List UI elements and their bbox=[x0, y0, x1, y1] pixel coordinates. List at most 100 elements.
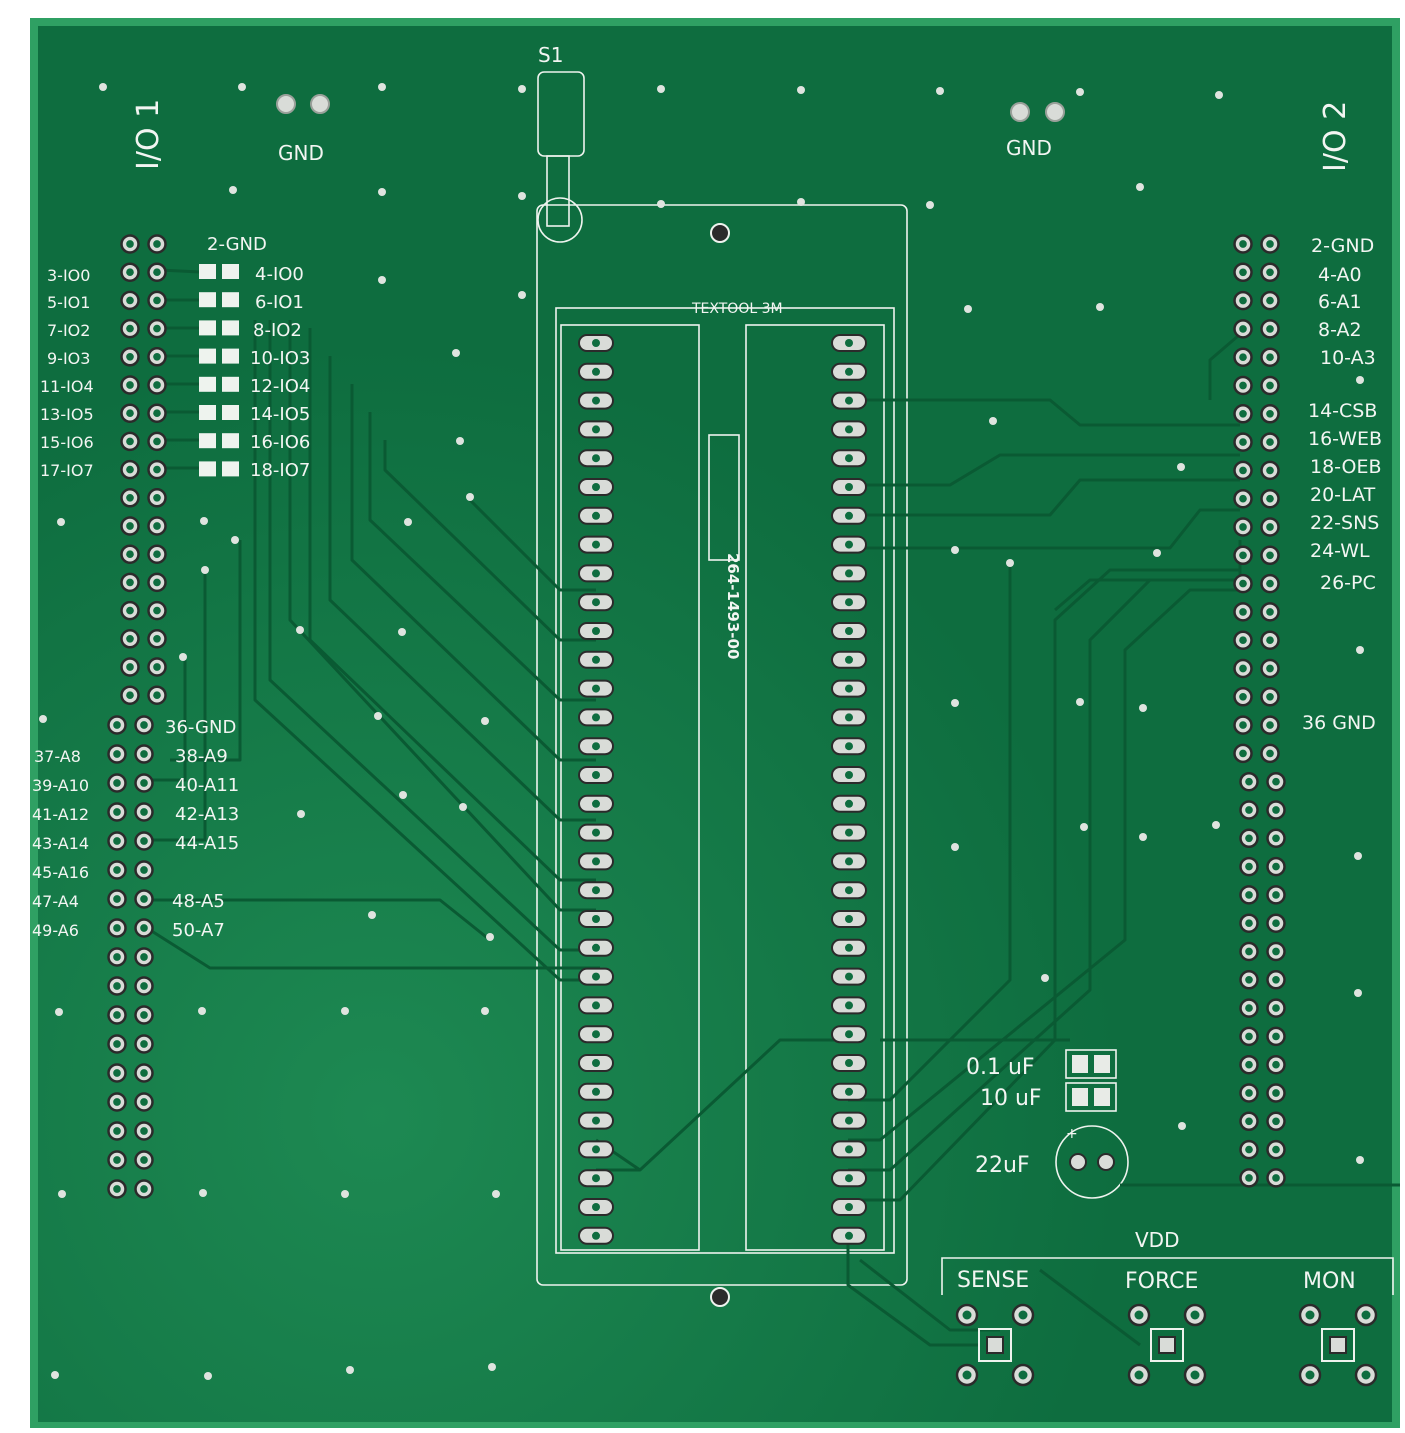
smd-pad bbox=[222, 461, 239, 477]
header-pin-hole bbox=[1266, 494, 1274, 503]
via bbox=[199, 1189, 207, 1197]
gnd-right-label: GND bbox=[1006, 136, 1052, 160]
via bbox=[1177, 463, 1185, 471]
sma-connectors bbox=[955, 1303, 1378, 1387]
socket-pin-hole bbox=[845, 1059, 853, 1067]
socket-inner bbox=[555, 307, 895, 1254]
socket-pin-hole bbox=[592, 1116, 600, 1125]
socket-pin-hole bbox=[845, 655, 853, 664]
sma-pin-hole bbox=[1305, 1370, 1315, 1380]
io1-lower-right-label: 38-A9 bbox=[175, 746, 228, 767]
io2-label: 2-GND bbox=[1311, 235, 1374, 257]
socket-pin-hole bbox=[845, 540, 853, 549]
header-pin-hole bbox=[1266, 438, 1274, 446]
io1-lower-right-label: 48-A5 bbox=[172, 891, 225, 912]
via bbox=[1080, 823, 1088, 831]
via bbox=[39, 715, 47, 723]
header-pin-hole bbox=[140, 924, 148, 932]
header-pin-hole bbox=[153, 324, 161, 333]
header-pin-hole bbox=[1239, 438, 1247, 446]
io2-label: 22-SNS bbox=[1310, 512, 1379, 534]
via bbox=[378, 276, 386, 284]
header-pin-hole bbox=[153, 381, 161, 389]
header-pin-hole bbox=[1239, 381, 1247, 390]
smd-pad bbox=[222, 292, 239, 308]
header-pin-hole bbox=[1266, 240, 1274, 248]
header-pin-hole bbox=[126, 324, 134, 333]
header-pin-hole bbox=[113, 837, 121, 845]
header-pin-hole bbox=[1239, 466, 1247, 475]
io1-lower-left-label: 45-A16 bbox=[32, 863, 89, 882]
header-pin-hole bbox=[1266, 749, 1274, 758]
socket-pin-hole bbox=[845, 1231, 853, 1240]
via bbox=[456, 437, 464, 445]
header-pin-hole bbox=[1245, 1060, 1253, 1069]
socket-pin-hole bbox=[592, 367, 600, 376]
io1-lower-right-label: 44-A15 bbox=[175, 833, 239, 854]
header-pin-hole bbox=[1272, 777, 1280, 786]
header-pin-hole bbox=[1239, 551, 1247, 560]
socket-pin-hole bbox=[845, 857, 853, 866]
header-pin-hole bbox=[113, 1098, 121, 1106]
io1-left-label: 17-IO7 bbox=[40, 461, 94, 480]
header-pin-hole bbox=[126, 522, 134, 530]
sma-pin-hole bbox=[1190, 1310, 1200, 1320]
socket-pin-hole bbox=[592, 713, 600, 722]
header-pin-hole bbox=[1245, 777, 1253, 786]
header-pin-hole bbox=[113, 1040, 121, 1048]
header-pin-hole bbox=[1245, 834, 1253, 843]
via bbox=[346, 1366, 354, 1374]
sense-label: SENSE bbox=[957, 1268, 1029, 1293]
io1-lower-left-label: 49-A6 bbox=[32, 921, 79, 940]
part-number-box bbox=[708, 434, 740, 561]
via bbox=[1356, 376, 1364, 384]
header-pin-hole bbox=[126, 634, 134, 643]
via bbox=[1354, 852, 1362, 860]
header-pin-hole bbox=[140, 750, 148, 758]
header-pin-hole bbox=[1266, 551, 1274, 560]
header-pin-hole bbox=[1245, 891, 1253, 899]
socket-pin-hole bbox=[592, 742, 600, 751]
via bbox=[378, 83, 386, 91]
socket-pins-left bbox=[578, 334, 614, 1245]
sma-center-outline bbox=[1150, 1328, 1184, 1362]
socket-pin-hole bbox=[592, 972, 600, 981]
header-pin-hole bbox=[140, 721, 148, 729]
header-pin-hole bbox=[1239, 240, 1247, 248]
socket-pin-hole bbox=[845, 1087, 853, 1096]
smd-pad bbox=[199, 320, 216, 336]
io1-header bbox=[120, 234, 167, 705]
via bbox=[481, 1007, 489, 1015]
io2-label: 18-OEB bbox=[1310, 456, 1382, 478]
header-pin-hole bbox=[1245, 919, 1253, 928]
io1-left-label: 7-IO2 bbox=[47, 321, 90, 340]
via bbox=[58, 1190, 66, 1198]
smd-pad bbox=[222, 405, 239, 420]
sma-pin-hole bbox=[1305, 1310, 1315, 1320]
via bbox=[198, 1007, 206, 1015]
io1-lower-right-label: 50-A7 bbox=[172, 920, 225, 941]
socket-pin-hole bbox=[592, 655, 600, 664]
via bbox=[486, 933, 494, 941]
header-pin-hole bbox=[1272, 1060, 1280, 1069]
header-pin-hole bbox=[1245, 1174, 1253, 1182]
io1-lower-left-label: 39-A10 bbox=[32, 776, 89, 795]
header-pin-hole bbox=[1239, 523, 1247, 531]
sma-center-pad bbox=[1158, 1336, 1176, 1354]
socket-pin-hole bbox=[845, 886, 853, 895]
header-pin-hole bbox=[126, 663, 134, 671]
sma-pin-hole bbox=[1361, 1370, 1371, 1380]
header-pin-hole bbox=[126, 352, 134, 361]
via bbox=[341, 1007, 349, 1015]
smd-pad bbox=[199, 264, 216, 279]
via bbox=[1006, 559, 1014, 567]
via bbox=[1041, 974, 1049, 982]
sma-pin-hole bbox=[1190, 1370, 1200, 1380]
via bbox=[179, 653, 187, 661]
socket-pin-hole bbox=[845, 454, 853, 463]
via bbox=[1356, 646, 1364, 654]
smd-pad bbox=[222, 348, 239, 364]
via bbox=[459, 803, 467, 811]
header-pin-hole bbox=[140, 837, 148, 845]
